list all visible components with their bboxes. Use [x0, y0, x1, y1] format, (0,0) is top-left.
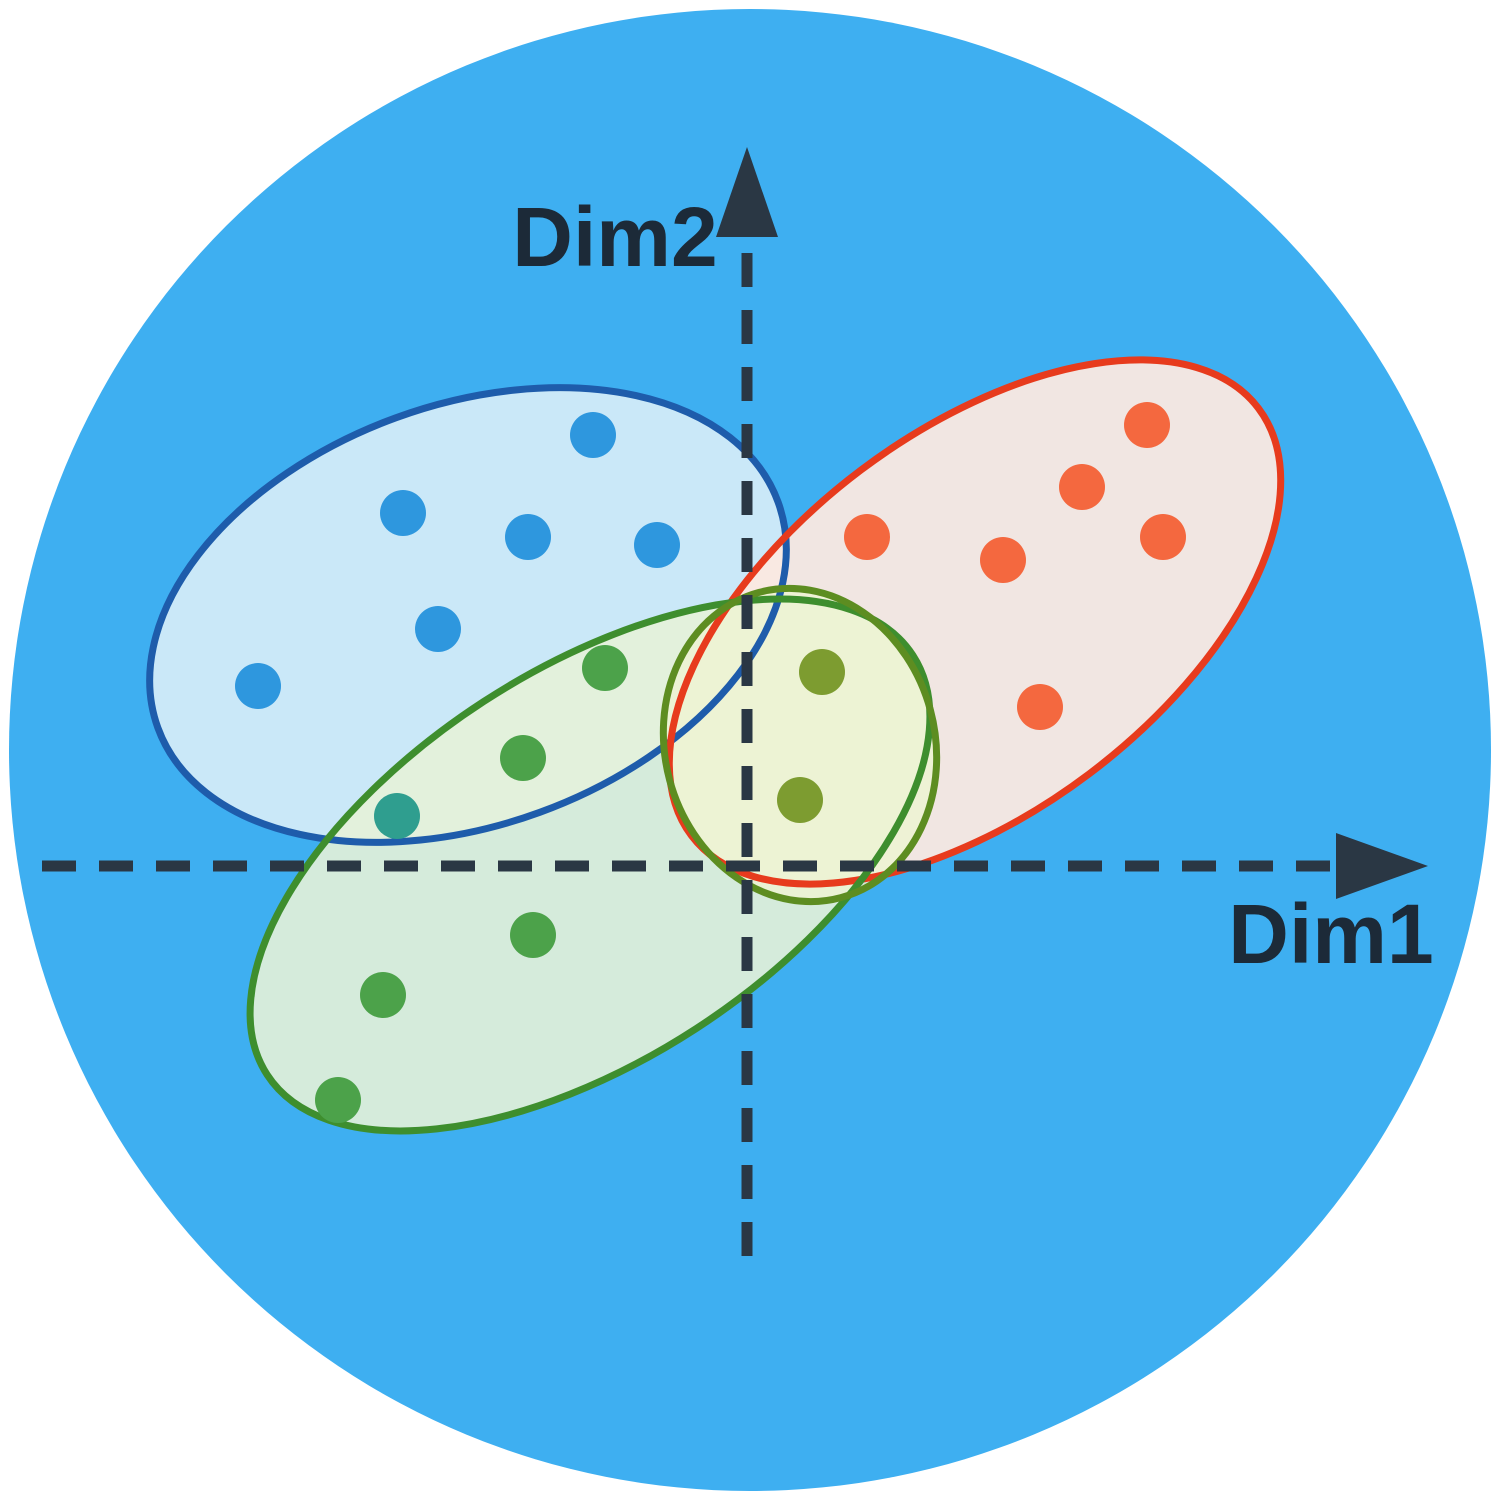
orange-point — [1140, 514, 1186, 560]
orange-point — [1017, 684, 1063, 730]
y-axis-label: Dim2 — [512, 190, 717, 284]
blue-point — [570, 412, 616, 458]
orange-point — [1059, 464, 1105, 510]
green-point — [315, 1077, 361, 1123]
blue-point — [235, 663, 281, 709]
blue-point — [505, 514, 551, 560]
green-point — [510, 912, 556, 958]
cluster-olive-fill — [663, 588, 937, 902]
orange-point — [844, 514, 890, 560]
blue-point — [415, 606, 461, 652]
green-point — [360, 972, 406, 1018]
olive-point — [799, 649, 845, 695]
x-axis-arrowhead-icon — [1336, 833, 1428, 899]
green-point — [500, 735, 546, 781]
cluster-olive-outline — [659, 584, 941, 906]
green-point — [582, 645, 628, 691]
orange-point — [980, 537, 1026, 583]
blue-point — [634, 522, 680, 568]
cluster-green-outline — [246, 595, 934, 1135]
orange-point — [1124, 402, 1170, 448]
x-axis-label: Dim1 — [1228, 887, 1433, 981]
olive-point — [777, 777, 823, 823]
y-axis-arrowhead-icon — [716, 147, 778, 237]
blue-point — [380, 490, 426, 536]
cluster-blue-outline — [146, 384, 790, 846]
teal-point — [374, 793, 420, 839]
